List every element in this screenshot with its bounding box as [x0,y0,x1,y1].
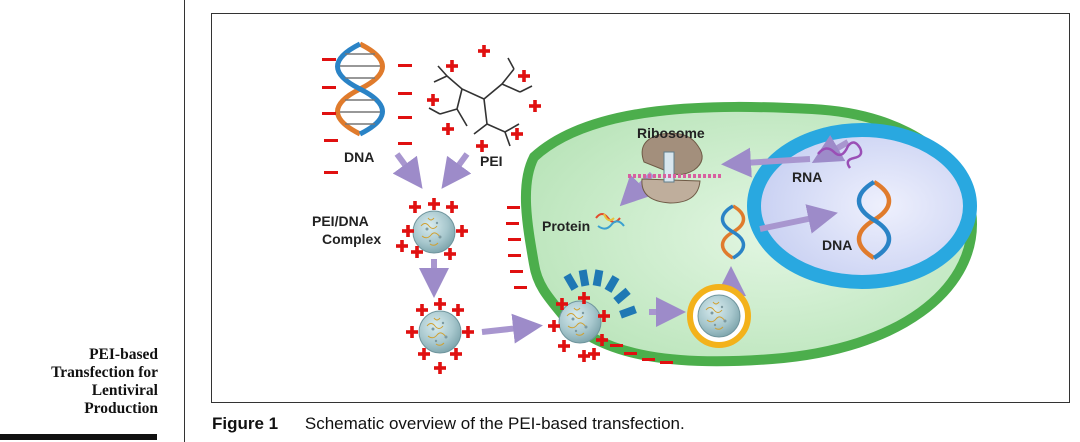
sidebar-title-line: Production [84,400,158,417]
arrow-rna-to-ribosome [721,147,811,178]
pathway-arrows [392,134,850,344]
sidebar-title-line: Transfection for [51,364,158,381]
transfection-diagram: DNA PEI PEI/DNA Complex [312,41,978,374]
left-margin-column: PEI-based Transfection for Lentiviral Pr… [0,0,185,442]
sidebar-title-line: Lentiviral [91,382,158,399]
released-dna-icon [720,204,746,260]
endocytosis-complex [548,269,637,362]
figure-frame: DNA PEI PEI/DNA Complex [211,13,1070,403]
arrow-dna-to-complex [392,152,423,189]
pei-dna-complex-free [406,298,474,374]
rna-label: RNA [792,169,822,185]
sidebar-rule [0,434,157,440]
complex-label-line2: Complex [322,231,381,247]
complex-label-line1: PEI/DNA [312,213,369,229]
arrow-dna-to-nucleus [759,204,838,234]
arrow-ribosome-to-protein [619,171,655,207]
endosome [687,284,751,348]
clathrin-coat [563,269,637,319]
arrow-pei-to-complex [441,152,472,189]
membrane-negative-charges [506,206,673,364]
rna-strand-icon [817,141,863,169]
ribosome-label: Ribosome [637,125,705,141]
caption-figure-label: Figure 1 [212,414,279,433]
dna-helix-icon [335,41,385,137]
caption-text: Schematic overview of the PEI-based tran… [304,414,685,433]
nucleus-dna-icon [856,180,892,260]
protein-label: Protein [542,218,590,234]
sidebar-title-line: PEI-based [89,346,158,363]
dna-negative-charges [322,58,412,174]
sidebar-title: PEI-based Transfection for Lentiviral Pr… [0,346,158,418]
pei-polymer-icon [428,57,533,147]
pei-dna-complex [396,198,468,260]
nucleus-dna-label: DNA [822,237,852,253]
figure-caption: Figure 1 Schematic overview of the PEI-b… [212,414,685,434]
protein-icon [595,213,625,230]
pei-label: PEI [480,153,503,169]
dna-label: DNA [344,149,374,165]
ribosome-icon [628,132,722,204]
arrow-to-membrane [481,313,543,344]
